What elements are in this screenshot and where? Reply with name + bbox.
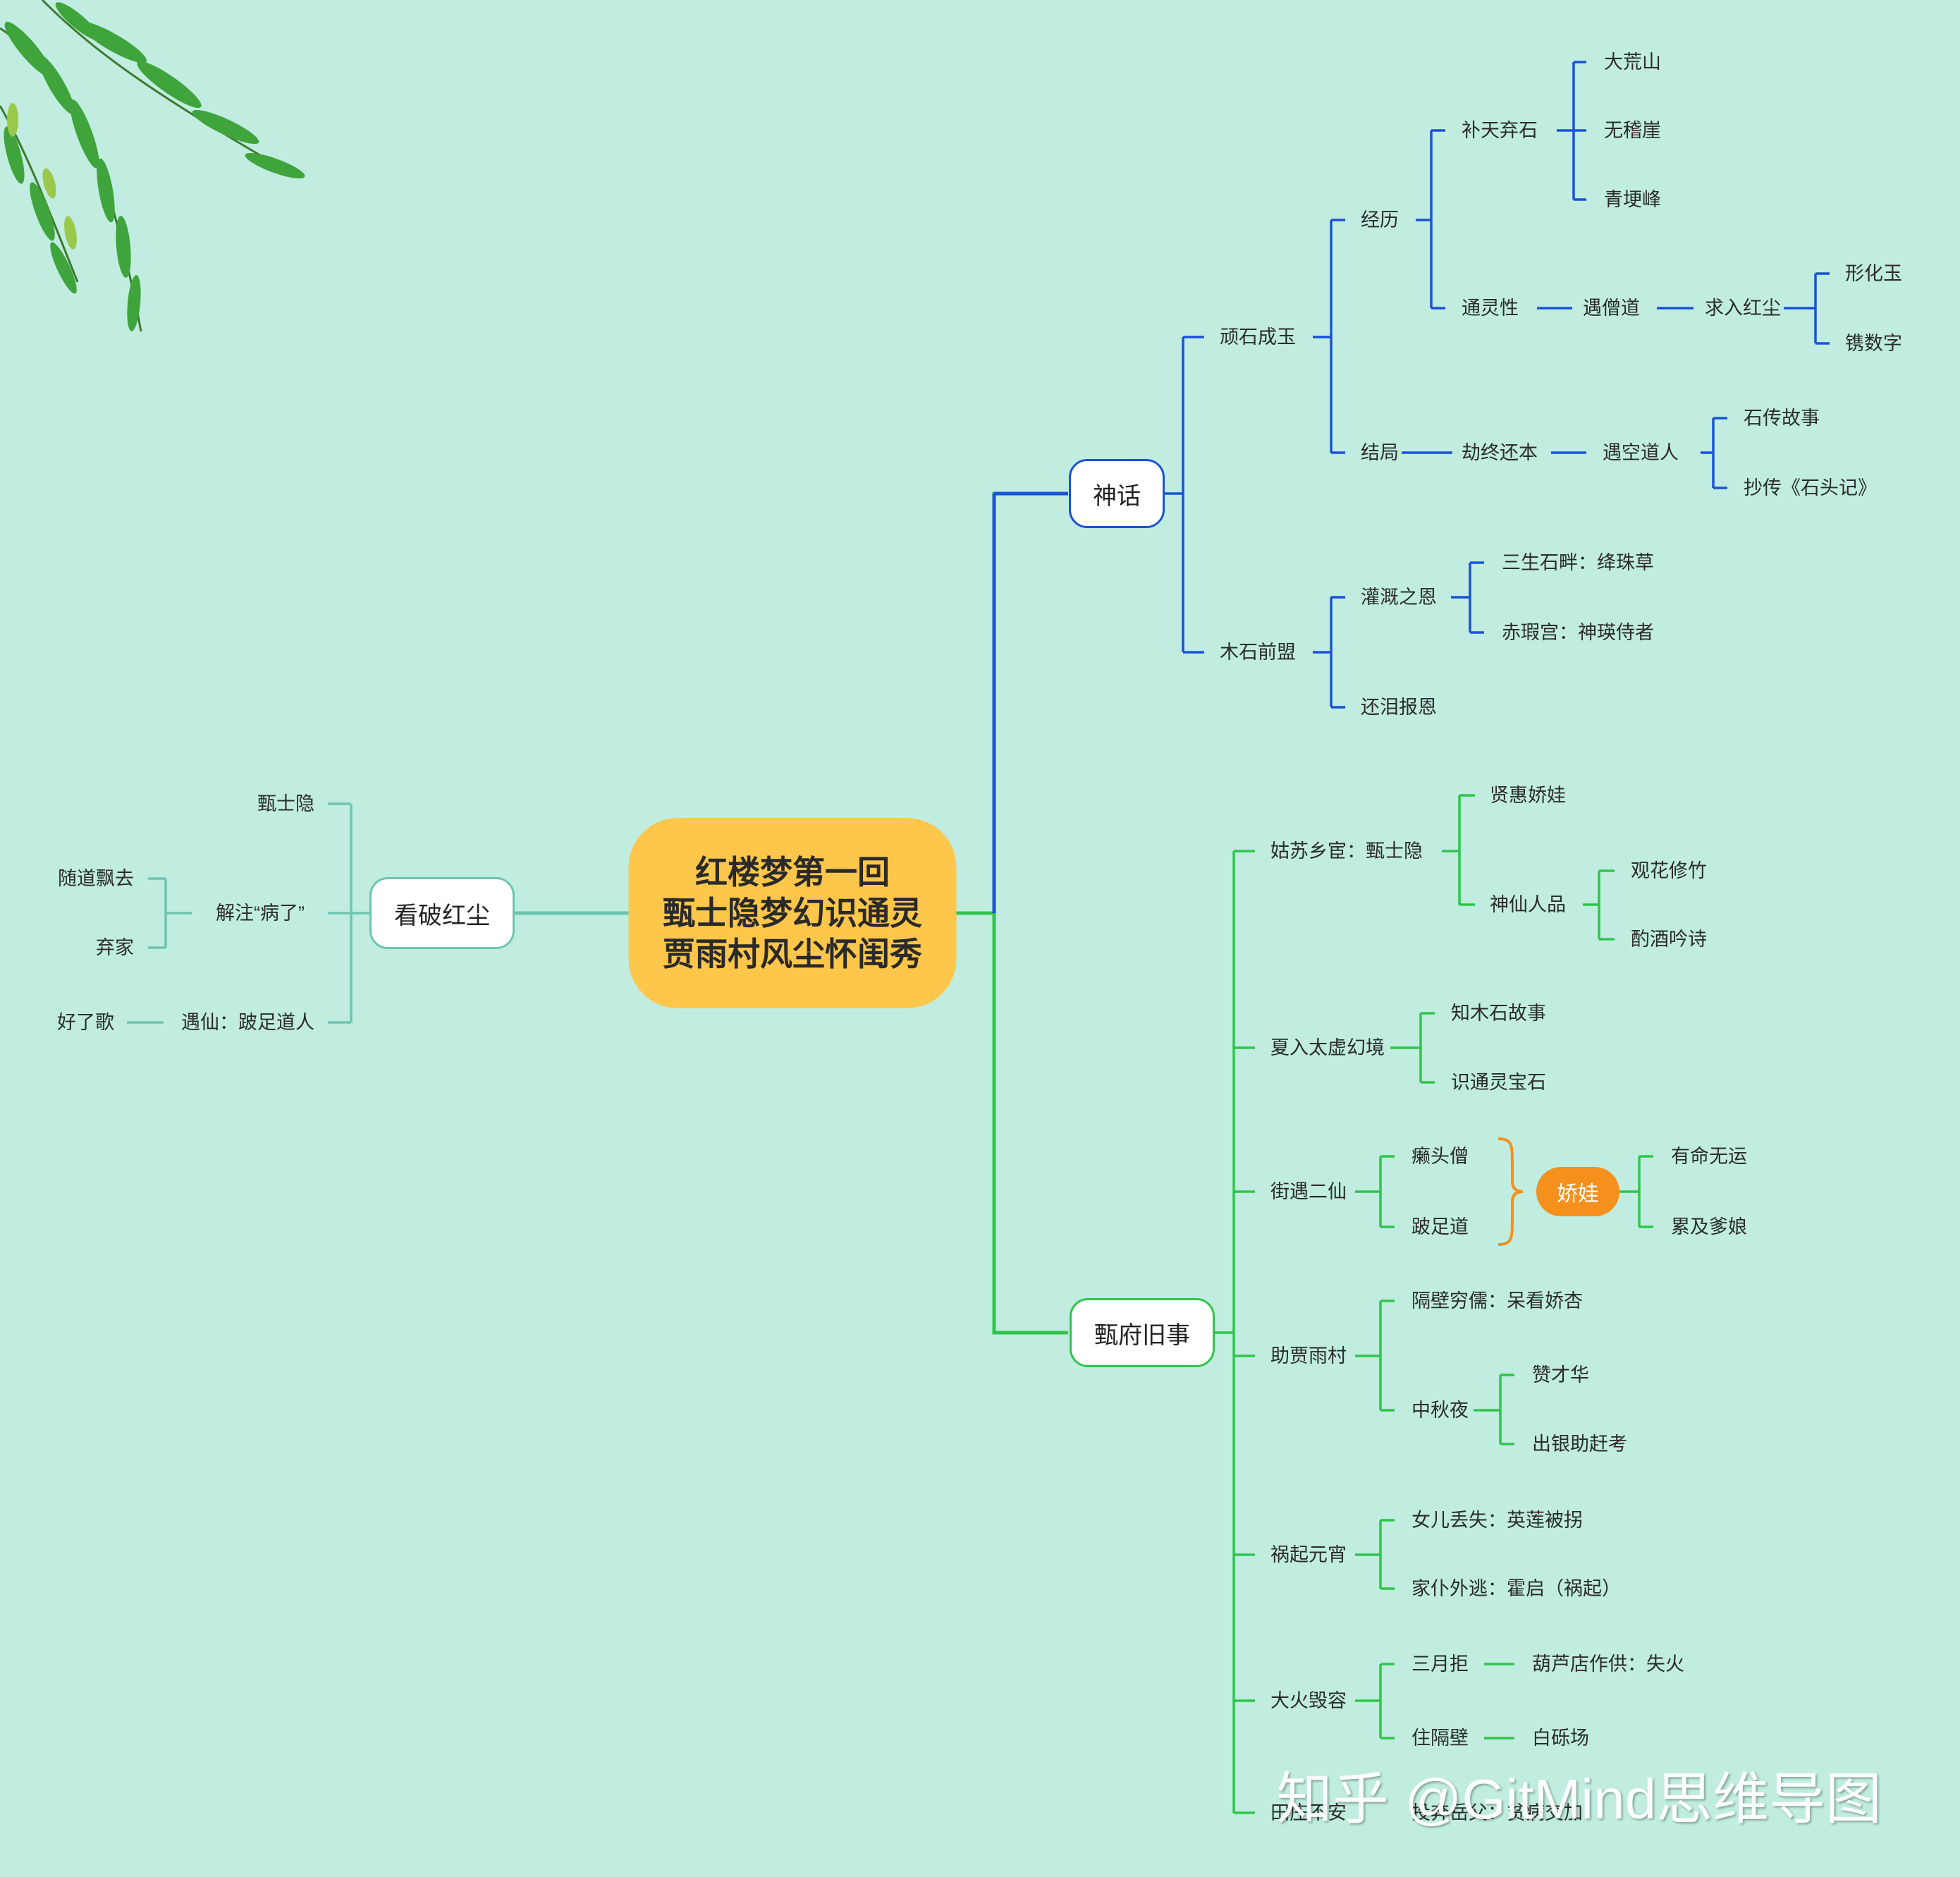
node-zhimu[interactable]: 知木石故事 xyxy=(1451,1003,1546,1024)
node-wuji[interactable]: 无稽崖 xyxy=(1604,120,1661,141)
node-chuyin[interactable]: 出银助赶考 xyxy=(1532,1433,1627,1455)
node-jiezhu[interactable]: 解注“病了” xyxy=(216,903,305,924)
node-jiezhong[interactable]: 劫终还本 xyxy=(1462,442,1538,463)
node-gebi[interactable]: 隔壁穷儒：呆看娇杏 xyxy=(1411,1290,1583,1312)
node-guangai[interactable]: 灌溉之恩 xyxy=(1361,587,1437,608)
node-laitou[interactable]: 癞头僧 xyxy=(1411,1146,1469,1167)
node-chaochuan[interactable]: 抄传《石头记》 xyxy=(1744,477,1877,499)
node-sansheng[interactable]: 三生石畔：绛珠草 xyxy=(1502,552,1654,573)
node-yuseng[interactable]: 遇僧道 xyxy=(1583,298,1640,319)
node-leiji[interactable]: 累及爹娘 xyxy=(1671,1216,1747,1237)
node-dahuo[interactable]: 大火毁容 xyxy=(1270,1690,1347,1711)
watermark: 知乎 @GitMind思维导图 xyxy=(1276,1768,1882,1830)
node-suidao[interactable]: 随道飘去 xyxy=(58,868,134,889)
node-huoqi[interactable]: 祸起元宵 xyxy=(1270,1544,1347,1565)
node-butian[interactable]: 补天弃石 xyxy=(1462,120,1538,141)
node-touben[interactable]: 投奔岳父：贫病交加 xyxy=(1411,1802,1583,1823)
node-shichuan[interactable]: 石传故事 xyxy=(1744,408,1820,429)
root-line-2: 甄士隐梦幻识通灵 xyxy=(663,894,922,932)
node-nver[interactable]: 女儿丢失：英莲被拐 xyxy=(1411,1510,1583,1531)
branch-myth[interactable]: 神话 xyxy=(1069,459,1165,528)
node-jieyu[interactable]: 街遇二仙 xyxy=(1270,1181,1347,1202)
node-huanlei[interactable]: 还泪报恩 xyxy=(1361,697,1437,718)
root-line-1: 红楼梦第一回 xyxy=(695,853,890,891)
node-shenxian[interactable]: 神仙人品 xyxy=(1490,894,1566,915)
node-jingli[interactable]: 经历 xyxy=(1361,209,1399,231)
node-mushi[interactable]: 木石前盟 xyxy=(1220,642,1296,663)
node-baishao[interactable]: 白砾场 xyxy=(1532,1728,1589,1749)
node-zhujia[interactable]: 助贾雨村 xyxy=(1270,1345,1347,1367)
branch-kanpo[interactable]: 看破红尘 xyxy=(369,877,515,949)
node-zancai[interactable]: 赞才华 xyxy=(1532,1364,1589,1386)
node-xiaru[interactable]: 夏入太虚幻境 xyxy=(1270,1037,1385,1058)
node-juanshu[interactable]: 镌数字 xyxy=(1845,333,1902,354)
node-hulu[interactable]: 葫芦店作供：失火 xyxy=(1532,1653,1684,1675)
node-tongling[interactable]: 通灵性 xyxy=(1462,298,1519,319)
node-haole[interactable]: 好了歌 xyxy=(57,1012,114,1033)
branch-zhen[interactable]: 甄府旧事 xyxy=(1070,1298,1215,1367)
node-wanshi[interactable]: 顽石成玉 xyxy=(1220,326,1296,348)
node-yuxian[interactable]: 遇仙：跛足道人 xyxy=(181,1012,314,1033)
root-line-3: 贾雨村风尘怀闺秀 xyxy=(663,935,922,973)
node-zhenshiyin[interactable]: 甄士隐 xyxy=(257,793,314,814)
willow-leaves-decoration xyxy=(0,0,305,332)
node-zhongqiu[interactable]: 中秋夜 xyxy=(1411,1400,1469,1421)
node-dahuang[interactable]: 大荒山 xyxy=(1604,51,1661,73)
root-topic[interactable]: 红楼梦第一回 甄士隐梦幻识通灵 贾雨村风尘怀闺秀 xyxy=(628,818,957,1008)
node-jiapu[interactable]: 家仆外逃：霍启（祸起） xyxy=(1411,1578,1621,1599)
node-qiuru[interactable]: 求入红尘 xyxy=(1705,298,1781,319)
node-guanhua[interactable]: 观花修竹 xyxy=(1631,860,1707,881)
node-shitong[interactable]: 识通灵宝石 xyxy=(1451,1072,1546,1093)
node-qijia[interactable]: 弃家 xyxy=(96,937,134,958)
node-jieju[interactable]: 结局 xyxy=(1361,442,1399,463)
node-zuijiu[interactable]: 酌酒吟诗 xyxy=(1631,929,1707,950)
node-tianjia[interactable]: 田庄不安 xyxy=(1270,1802,1347,1823)
node-xinghua[interactable]: 形化玉 xyxy=(1845,263,1902,284)
node-qinggeng[interactable]: 青埂峰 xyxy=(1604,189,1661,210)
node-zhugebi[interactable]: 住隔壁 xyxy=(1411,1728,1469,1749)
node-xianhui[interactable]: 贤惠娇娃 xyxy=(1490,785,1566,806)
node-sanyue[interactable]: 三月拒 xyxy=(1411,1653,1469,1675)
node-youming[interactable]: 有命无运 xyxy=(1671,1146,1747,1167)
node-jiaowa[interactable]: 娇娃 xyxy=(1536,1167,1619,1216)
node-bozu[interactable]: 跛足道 xyxy=(1411,1216,1469,1237)
node-gusu[interactable]: 姑苏乡宦：甄士隐 xyxy=(1270,840,1423,862)
node-chixia[interactable]: 赤瑕宫：神瑛侍者 xyxy=(1502,622,1654,643)
node-yukong[interactable]: 遇空道人 xyxy=(1603,442,1679,463)
